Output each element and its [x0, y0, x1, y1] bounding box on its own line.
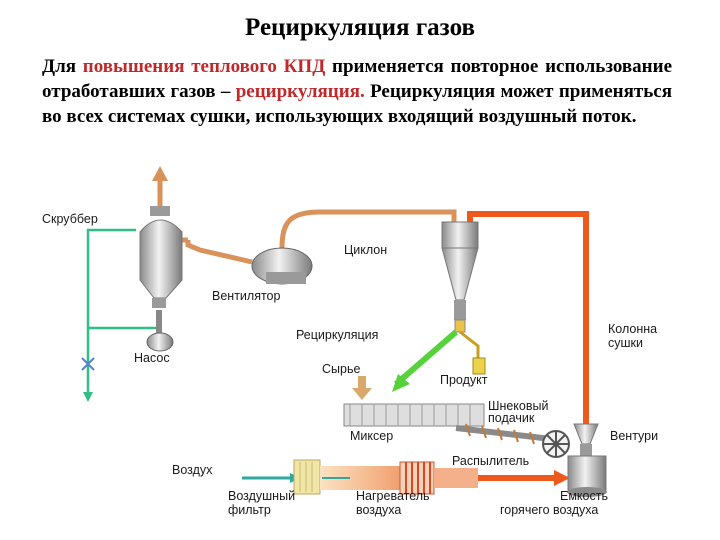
exhaust-arrow [152, 166, 168, 181]
label-column-line1: Колонна [608, 322, 657, 336]
label-scrubber: Скруббер [42, 212, 98, 226]
label-product: Продукт [440, 373, 488, 387]
label-screw-line1: Шнековый [488, 399, 548, 413]
product-line [459, 330, 480, 360]
label-fan: Вентилятор [212, 289, 280, 303]
label-heater-line2: воздуха [356, 503, 401, 517]
paragraph-highlight-recirculation: рециркуляция. [235, 81, 365, 102]
screw-feeder-icon [455, 423, 561, 445]
heater-icon [399, 461, 478, 495]
hot-air-tank-icon [567, 455, 607, 497]
product-container-icon [472, 357, 486, 375]
page-title: Рециркуляция газов [245, 14, 475, 41]
paragraph-text-2: применяется повторное использование отра… [42, 56, 672, 102]
label-raw: Сырье [322, 362, 360, 376]
paragraph-highlight-efficiency: повышения теплового КПД [82, 56, 326, 77]
venturi-icon [573, 423, 599, 460]
fan-icon [251, 247, 313, 285]
recirculation-arrow [392, 374, 410, 392]
label-pump: Насос [134, 351, 170, 365]
label-venturi: Вентури [610, 429, 658, 443]
recirculation-flow [394, 329, 458, 387]
exhaust-duct [157, 178, 457, 265]
label-heater-line1: Нагреватель [356, 489, 430, 503]
label-column-line2: сушки [608, 336, 643, 350]
label-recirculation: Рециркуляция [296, 328, 378, 342]
label-air-filter-line1: Воздушный [228, 489, 295, 503]
air-filter-icon [293, 459, 321, 495]
label-cyclone: Циклон [344, 243, 387, 257]
label-air-filter-line2: фильтр [228, 503, 271, 517]
scrubber-icon [139, 206, 183, 308]
label-sprayer: Распылитель [452, 454, 529, 468]
pump-icon [146, 310, 174, 352]
label-air: Воздух [172, 463, 213, 477]
sprayer-wheel-icon [542, 430, 570, 458]
intro-paragraph: Для повышения теплового КПД применяется … [42, 54, 672, 129]
raw-feed-arrow [352, 376, 372, 400]
label-hot-tank-line1: Емкость [560, 489, 608, 503]
label-mixer: Миксер [350, 429, 393, 443]
hot-air-arrow [554, 470, 570, 486]
label-hot-tank-line2: горячего воздуха [500, 503, 598, 517]
water-valve-icon [81, 357, 95, 371]
paragraph-text-1: Для [42, 56, 83, 77]
paragraph-text-3: Рециркуляция может применяться во всех с… [42, 81, 672, 127]
cyclone-icon [441, 221, 479, 333]
water-arrow [83, 392, 93, 402]
mixer-icon [343, 403, 485, 427]
label-screw-line2: подачик [488, 411, 535, 425]
